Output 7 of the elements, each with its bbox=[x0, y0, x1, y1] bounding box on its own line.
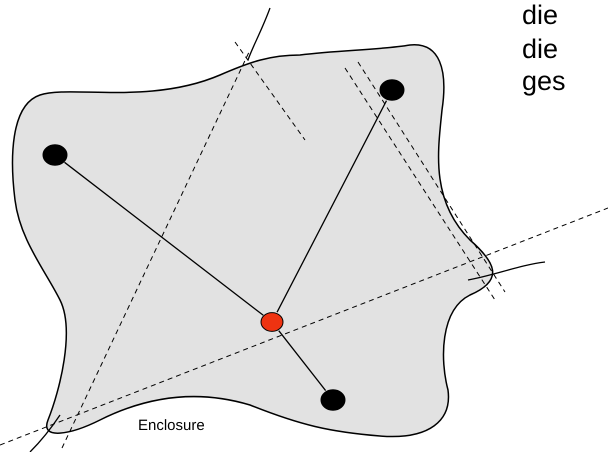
region-label: Enclosure bbox=[138, 417, 205, 434]
text-fragment: die bbox=[522, 34, 558, 65]
text-fragment: die bbox=[522, 0, 558, 31]
connector-line bbox=[64, 162, 264, 316]
connector-line bbox=[278, 330, 326, 391]
text-fragment: ges bbox=[522, 66, 566, 97]
connector-line bbox=[276, 100, 388, 313]
